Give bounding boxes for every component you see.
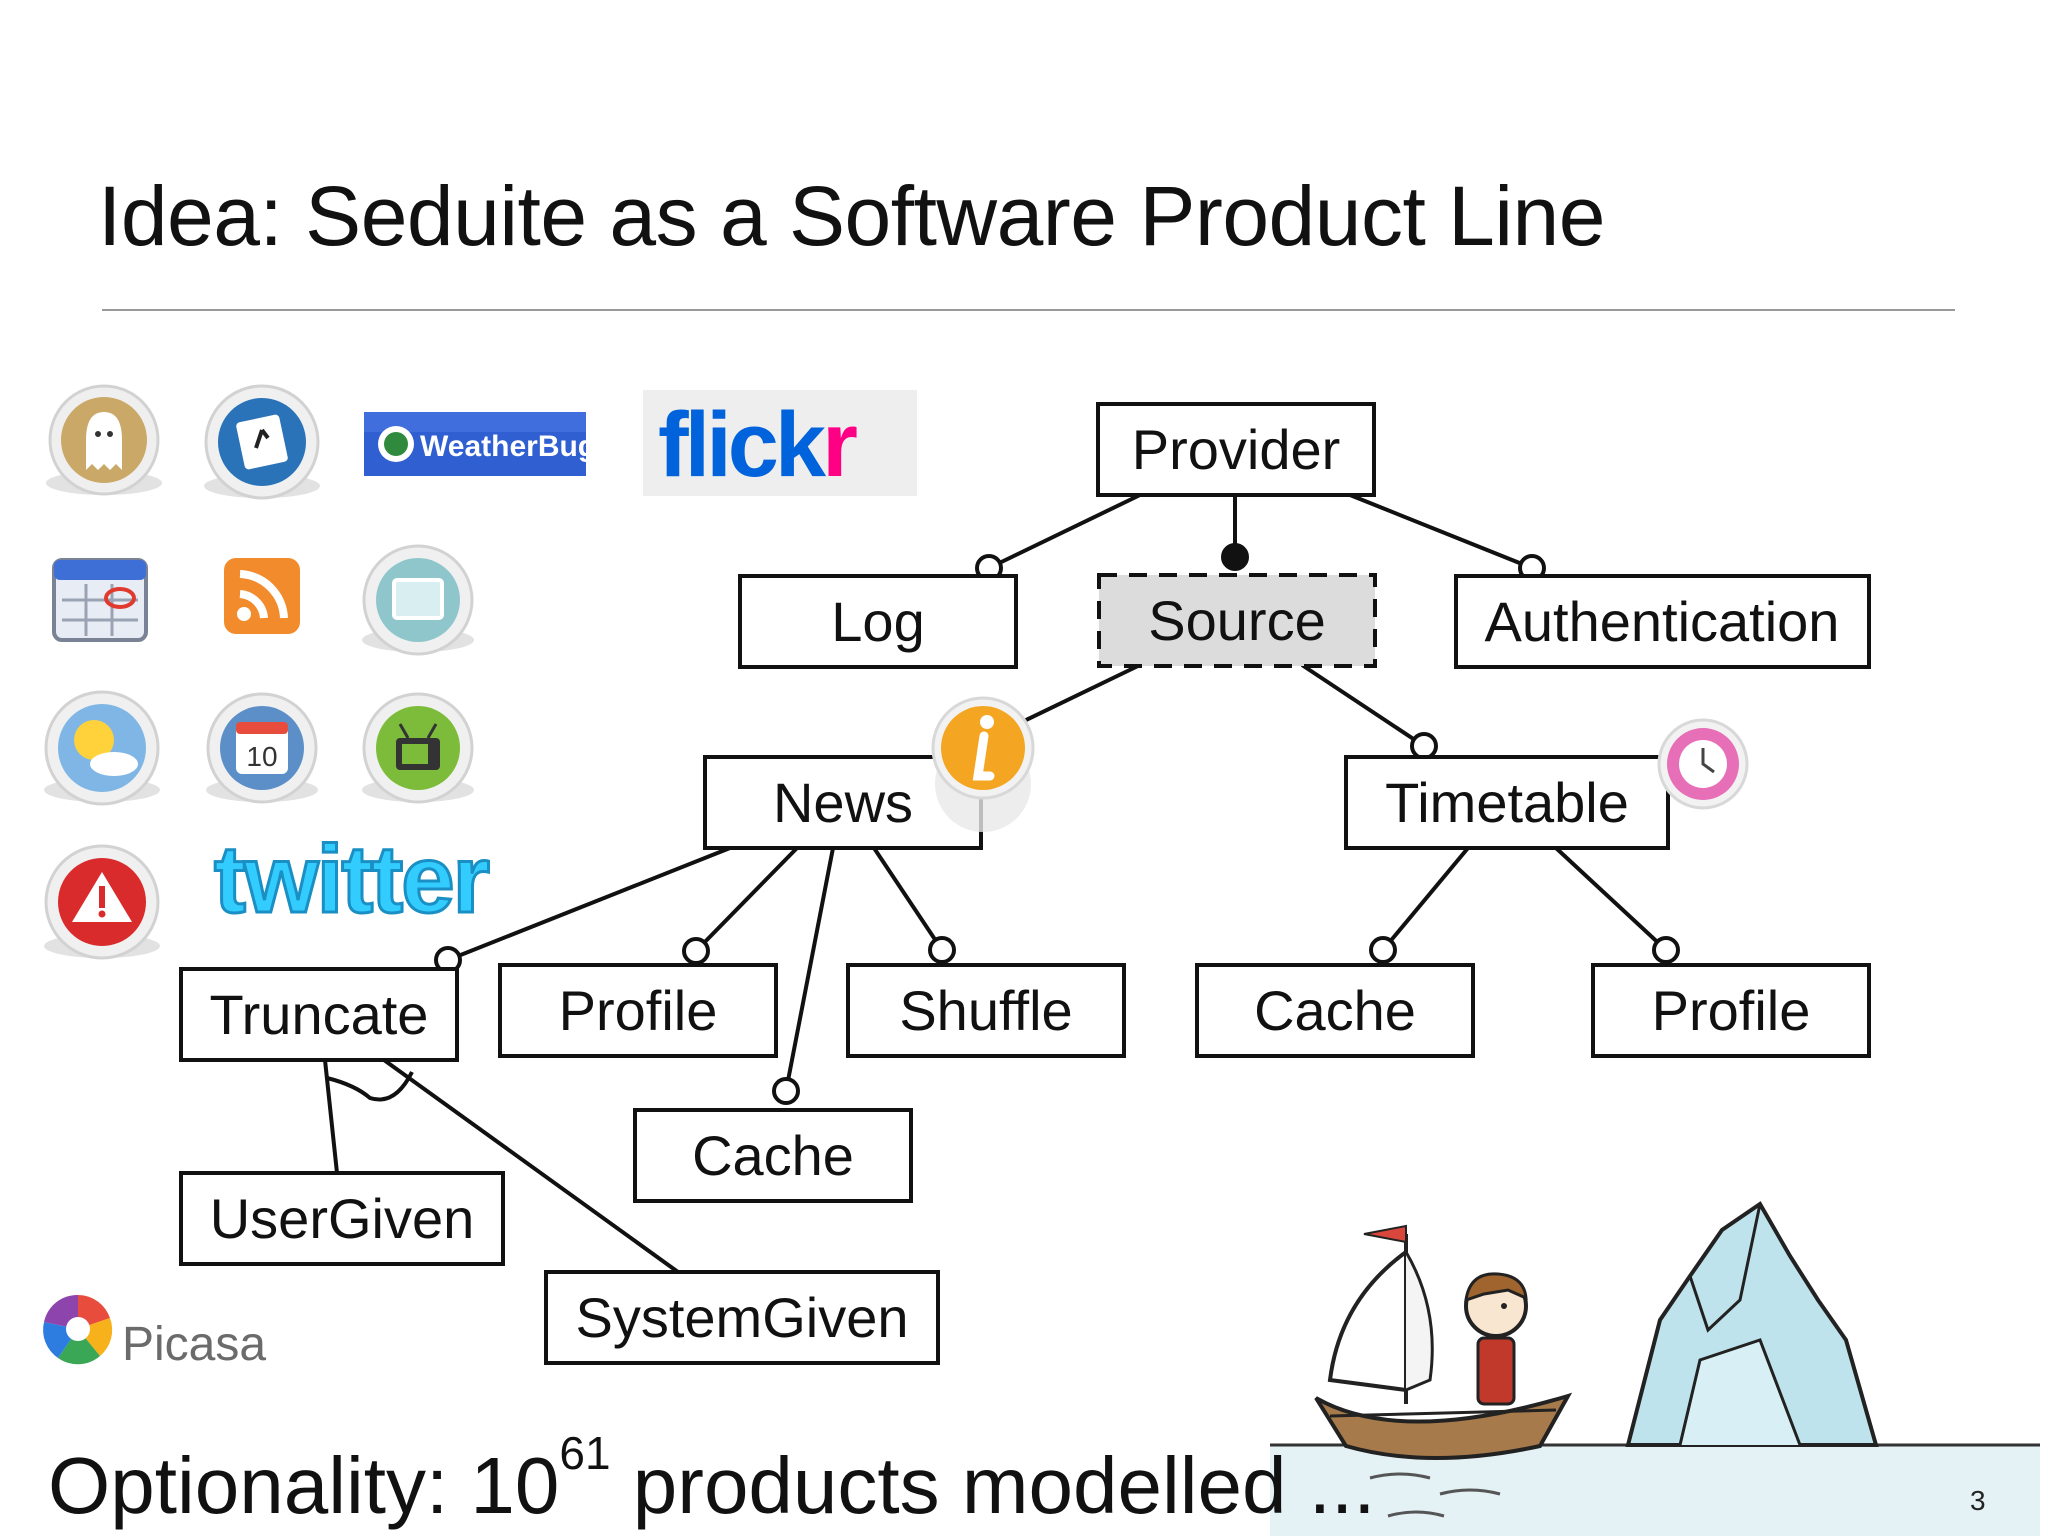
feature-news: News (703, 755, 983, 850)
iceberg (1625, 1201, 1879, 1447)
alternative-group-arc (326, 1071, 414, 1102)
feature-truncate: Truncate (179, 967, 459, 1062)
optionality-footer: Optionality: 1061 products modelled ... (48, 1427, 1376, 1532)
optional-marker-timetable-cache (1369, 936, 1397, 964)
flickr-pink-text: r (822, 394, 857, 496)
feature-news-cache-label: Cache (692, 1124, 854, 1187)
feature-timetable-cache-label: Cache (1254, 979, 1416, 1042)
edge-news-cache (784, 847, 835, 1092)
edge-news-truncate (447, 846, 731, 962)
footer-prefix: Optionality: 10 (48, 1441, 560, 1530)
edge-provider-authentication (1349, 493, 1533, 570)
edge-news-shuffle (872, 846, 944, 952)
ghost-icon (46, 384, 162, 496)
flickr-blue-text: flick (658, 394, 827, 496)
optional-marker-news-profile (682, 937, 710, 965)
edge-truncate-systemgiven (382, 1058, 680, 1274)
edge-timetable-cache (1381, 846, 1470, 952)
feature-source-label: Source (1148, 589, 1325, 652)
slide-title: Idea: Seduite as a Software Product Line (98, 169, 1605, 263)
feature-systemgiven-label: SystemGiven (576, 1286, 909, 1349)
app-icons: WeatherBug flickr (43, 384, 917, 1371)
edge-news-profile (694, 846, 799, 953)
rss-icon (224, 558, 300, 634)
picasa-logo: Picasa (43, 1294, 266, 1371)
optional-marker-news-cache (772, 1077, 800, 1105)
boat (1314, 1224, 1573, 1460)
optional-marker-shuffle (928, 936, 956, 964)
edge-timetable-profile (1554, 846, 1668, 952)
feature-timetable-cache: Cache (1195, 963, 1475, 1058)
footer-exponent: 61 (559, 1427, 611, 1479)
feature-shuffle: Shuffle (846, 963, 1126, 1058)
weatherbug-text: WeatherBug (420, 430, 596, 463)
edge-provider-log (988, 493, 1141, 570)
boat-iceberg-illustration (1270, 1201, 2040, 1536)
feature-authentication: Authentication (1454, 574, 1871, 669)
picasa-text: Picasa (122, 1318, 266, 1371)
feature-usergiven-label: UserGiven (210, 1187, 475, 1250)
feature-systemgiven: SystemGiven (544, 1270, 940, 1365)
edge-truncate-usergiven (323, 1059, 339, 1174)
optional-marker-timetable (1410, 732, 1438, 760)
calendar-day-text: 10 (246, 741, 277, 772)
twitter-logo: twitter (213, 825, 493, 935)
title-divider (102, 309, 1955, 311)
feature-log-label: Log (831, 590, 924, 653)
footer-suffix: products modelled ... (610, 1441, 1376, 1530)
flickr-logo: flickr (643, 390, 917, 496)
page-number: 3 (1970, 1485, 1986, 1516)
edge-source-timetable (1300, 663, 1426, 748)
weatherbug-logo: WeatherBug (364, 412, 596, 476)
feature-model: Provider Log Source Authentication News … (179, 402, 1871, 1365)
feature-timetable-label: Timetable (1385, 771, 1629, 834)
person (1464, 1272, 1528, 1406)
feature-news-label: News (773, 771, 913, 834)
feature-log: Log (738, 574, 1018, 669)
calendar-window-icon (52, 558, 148, 642)
feature-news-cache: Cache (633, 1108, 913, 1203)
info-icon (931, 696, 1035, 832)
feature-news-profile: Profile (498, 963, 778, 1058)
alert-icon (44, 844, 160, 960)
feature-shuffle-label: Shuffle (899, 979, 1072, 1042)
svg-text:flickr: flickr (658, 394, 857, 496)
feature-authentication-label: Authentication (1485, 590, 1840, 653)
feature-timetable-profile-label: Profile (1652, 979, 1811, 1042)
feature-timetable: Timetable (1344, 755, 1670, 850)
clock-icon (204, 384, 320, 500)
weather-icon (44, 690, 160, 806)
feature-truncate-label: Truncate (210, 983, 429, 1046)
mandatory-marker-source (1221, 543, 1249, 571)
calendar-date-icon: 10 (206, 692, 318, 804)
photo-icon (362, 544, 474, 656)
feature-usergiven: UserGiven (179, 1171, 505, 1266)
feature-news-profile-label: Profile (559, 979, 718, 1042)
optional-marker-timetable-profile (1652, 936, 1680, 964)
timer-icon (1657, 718, 1749, 810)
feature-source: Source (1097, 573, 1377, 668)
twitter-text: twitter (214, 826, 489, 933)
feature-provider: Provider (1096, 402, 1376, 497)
tv-icon (362, 692, 474, 804)
feature-timetable-profile: Profile (1591, 963, 1871, 1058)
feature-provider-label: Provider (1132, 418, 1341, 481)
